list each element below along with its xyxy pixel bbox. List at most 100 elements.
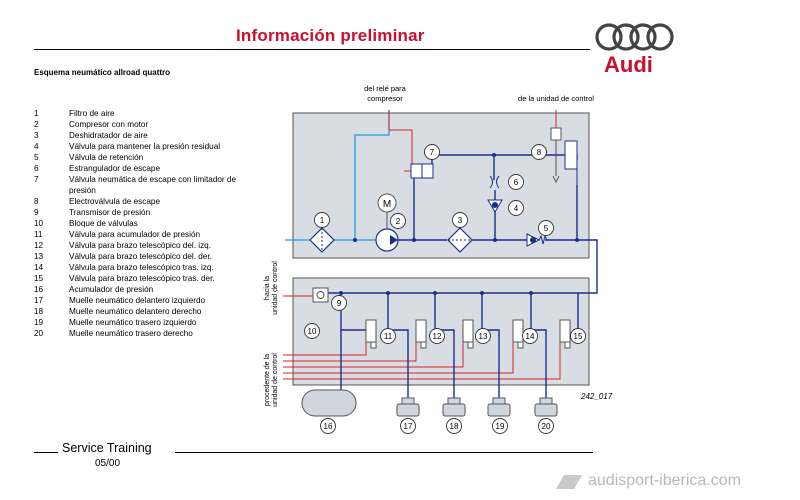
callout-circle: [531, 144, 547, 160]
callout-circle: [390, 213, 406, 229]
callout-number: 1: [320, 216, 325, 225]
legend-item-number: 14: [34, 263, 44, 272]
title-rule: [34, 49, 590, 50]
legend-item: 17 Muelle neumático delantero izquierdo: [34, 295, 254, 306]
watermark-text: audisport-iberica.com: [588, 472, 741, 489]
callout-number: 7: [430, 148, 435, 157]
signal-lines: [283, 110, 561, 380]
legend-item-text: Válvula para mantener la presión residua…: [69, 142, 221, 151]
legend-item-text: Válvula neumática de escape con limitado…: [69, 175, 237, 195]
pressure-accumulator-symbol: [301, 389, 357, 417]
legend-item-text: Compresor con motor: [69, 120, 149, 129]
callout-circle: [492, 418, 508, 434]
callout-circle: [424, 144, 440, 160]
legend-item-text: Deshidratador de aire: [69, 131, 148, 140]
callout-number: 12: [433, 332, 442, 341]
legend-item-number: 18: [34, 307, 44, 316]
legend-item-text: Muelle neumático delantero derecho: [69, 307, 202, 316]
callout-circle: [320, 418, 336, 434]
legend-item-number: 11: [34, 230, 43, 239]
callout-number: 20: [542, 422, 551, 431]
legend-item-text: Acumulador de presión: [69, 285, 154, 294]
junction-dots: [339, 153, 579, 295]
callout-circle: [304, 323, 320, 339]
legend-item-number: 3: [34, 131, 39, 140]
pneumatic-exhaust-valve-symbol: [404, 163, 434, 179]
legend-item-text: Muelle neumático trasero derecho: [69, 329, 193, 338]
legend-item-number: 15: [34, 274, 44, 283]
callout-number: 8: [537, 148, 542, 157]
legend-item-number: 5: [34, 153, 39, 162]
label-control-unit: de la unidad de control: [518, 94, 594, 103]
legend-item-number: 13: [34, 252, 44, 261]
callout-number: 6: [514, 178, 519, 187]
callout-circle: [522, 328, 538, 344]
legend-item-number: 4: [34, 142, 39, 151]
legend-item-text: Válvula de retención: [69, 153, 144, 162]
side-label-to-cu-2: unidad de control: [272, 261, 279, 315]
callout-circle: [508, 174, 524, 190]
legend-item: 3 Deshidratador de aire: [34, 130, 254, 141]
legend-item-number: 17: [34, 296, 44, 305]
legend-item-text: Muelle neumático delantero izquierdo: [69, 296, 206, 305]
callout-circle: [508, 200, 524, 216]
legend-item-number: 2: [34, 120, 39, 129]
audi-brand-text: Audi: [604, 52, 653, 77]
side-label-from-cu-1: procedente de la: [264, 354, 271, 406]
callout-circle: [380, 328, 396, 344]
callout-number: 16: [324, 422, 333, 431]
footer-date: 05/00: [95, 458, 121, 469]
legend-item: 18 Muelle neumático delantero derecho: [34, 306, 254, 317]
callout-number: 17: [404, 422, 413, 431]
solenoid-exhaust-valve-symbol: [550, 127, 578, 185]
valve-block-valves: [365, 319, 571, 349]
callout-circle: [331, 295, 347, 311]
pressure-sender-symbol: [312, 287, 329, 303]
callout-number: 2: [396, 217, 401, 226]
legend-item: 10 Bloque de válvulas: [34, 218, 254, 229]
residual-pressure-valve-symbol: [487, 199, 503, 213]
legend-item-text: Válvula para brazo telescópico tras. izq…: [69, 263, 214, 272]
legend-item: 11 Válvula para acumulador de presión: [34, 229, 254, 240]
footer-rule-left: [34, 452, 58, 453]
legend-item-text: Válvula para acumulador de presión: [69, 230, 201, 239]
exhaust-throttle-symbol: [489, 175, 500, 189]
air-filter-symbol: [309, 227, 335, 253]
figure-code: 242_017: [580, 392, 613, 401]
legend-item: 5 Válvula de retención: [34, 152, 254, 163]
callout-circle: [314, 212, 330, 228]
pressure-lines: [322, 154, 598, 398]
legend-item: 2 Compresor con motor: [34, 119, 254, 130]
watermark-logo-icon: [556, 475, 582, 489]
callout-circle: [446, 418, 462, 434]
callout-circle: [570, 328, 586, 344]
callout-number: 19: [496, 422, 505, 431]
compressor-unit-panel: [292, 112, 590, 259]
label-relay-line1: del relé para: [364, 84, 407, 93]
legend-item-text: Válvula para brazo telescópico tras. der…: [69, 274, 215, 283]
callout-circle: [475, 328, 491, 344]
callout-circle: [538, 220, 554, 236]
air-spring-symbols: [396, 397, 558, 417]
callout-circle: [538, 418, 554, 434]
legend-item-text: Bloque de válvulas: [69, 219, 138, 228]
legend-item-number: 9: [34, 208, 39, 217]
legend-item-number: 19: [34, 318, 44, 327]
callout-number: 15: [574, 332, 583, 341]
legend-item-number: 10: [34, 219, 44, 228]
footer-rule-right: [175, 452, 593, 453]
label-relay-line2: compresor: [367, 94, 403, 103]
callout-number: 10: [308, 327, 317, 336]
legend-item-number: 20: [34, 329, 44, 338]
legend-item-number: 12: [34, 241, 44, 250]
callout-number: 3: [458, 216, 463, 225]
